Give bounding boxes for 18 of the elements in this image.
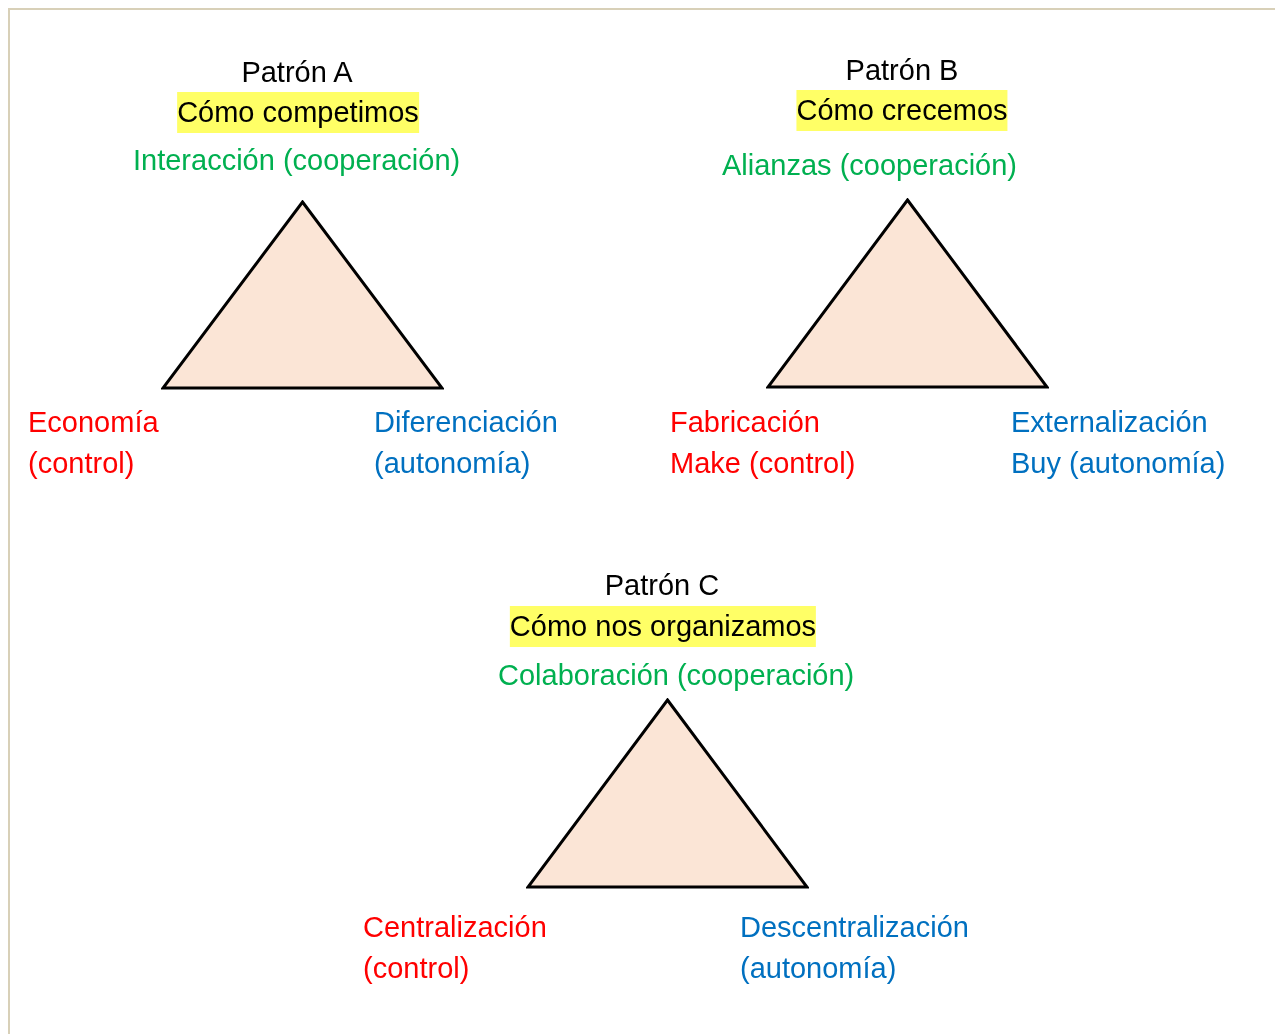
corner-label: Descentralización (autonomía) <box>740 910 969 986</box>
corner-label: Externalización Buy (autonomía) <box>1011 405 1226 481</box>
apex-label: Interacción (cooperación) <box>133 143 461 178</box>
pattern-title: Patrón B <box>845 53 959 88</box>
pattern-title: Patrón C <box>604 568 720 603</box>
pattern-subtitle: Cómo nos organizamos <box>509 606 817 647</box>
triangle-shape <box>766 198 1049 389</box>
pattern-title: Patrón A <box>241 55 353 90</box>
corner-label: Economía (control) <box>28 405 159 481</box>
apex-label: Alianzas (cooperación) <box>722 148 1017 183</box>
triangle-shape <box>161 200 444 390</box>
pattern-subtitle: Cómo competimos <box>177 92 419 133</box>
triangle-shape <box>526 698 809 889</box>
apex-label: Colaboración (cooperación) <box>498 658 855 693</box>
pattern-subtitle: Cómo crecemos <box>796 90 1008 131</box>
corner-label: Diferenciación (autonomía) <box>374 405 558 481</box>
corner-label: Centralización (control) <box>363 910 547 986</box>
corner-label: Fabricación Make (control) <box>670 405 856 481</box>
